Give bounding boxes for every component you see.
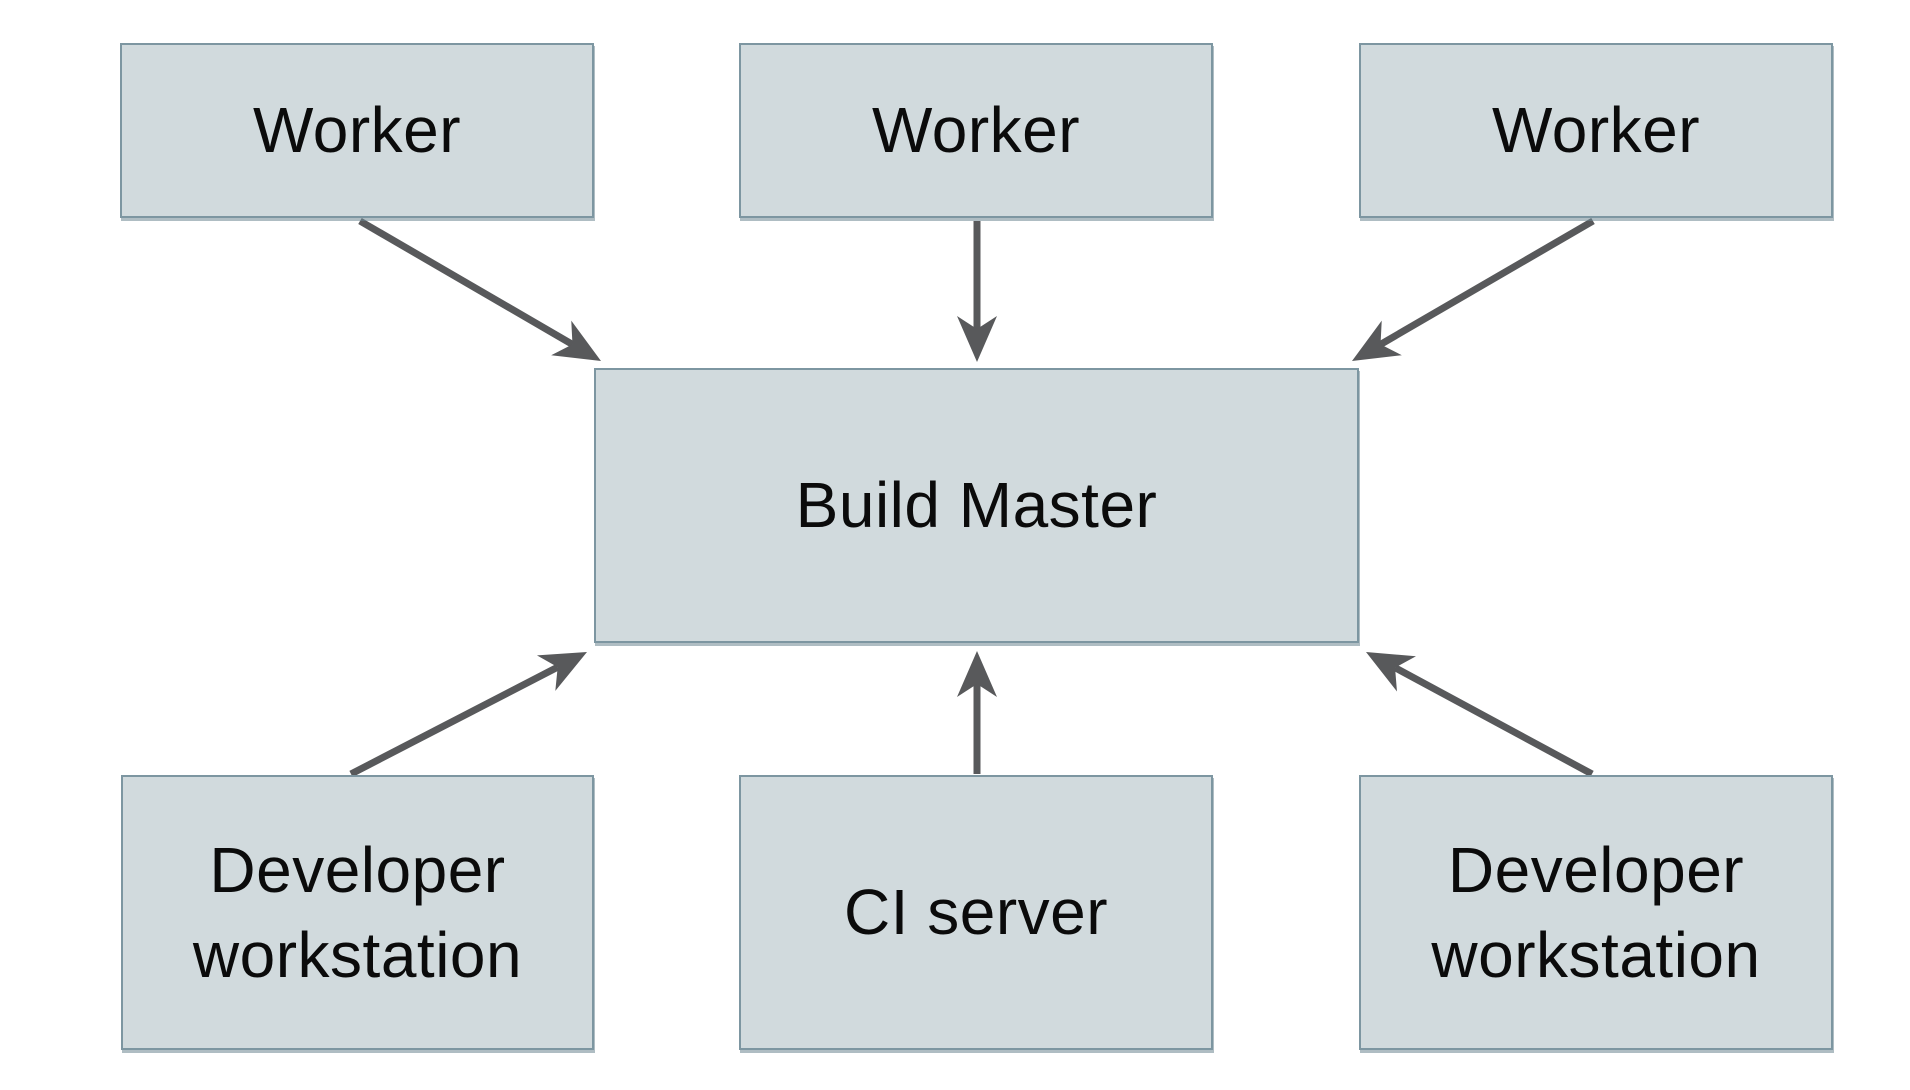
node-label-ci-server: CI server xyxy=(843,876,1109,949)
node-ci-server: CI server xyxy=(739,775,1213,1050)
node-label-worker-2: Worker xyxy=(871,94,1081,167)
arrowhead-ci-server-to-build-master xyxy=(957,651,997,697)
node-label-build-master: Build Master xyxy=(795,469,1158,542)
node-developer-workstation-left: Developer workstation xyxy=(121,775,594,1050)
node-build-master: Build Master xyxy=(594,368,1359,643)
node-worker-2: Worker xyxy=(739,43,1213,218)
node-label-worker-3: Worker xyxy=(1491,94,1701,167)
arrowhead-developer-workstation-right-to-build-master xyxy=(1366,652,1416,692)
arrowhead-worker-2-to-build-master xyxy=(957,316,997,362)
node-worker-1: Worker xyxy=(120,43,594,218)
node-developer-workstation-right: Developer workstation xyxy=(1359,775,1833,1050)
arrow-shaft-worker-1-to-build-master xyxy=(358,217,575,348)
node-label-worker-1: Worker xyxy=(252,94,462,167)
arrowhead-developer-workstation-left-to-build-master xyxy=(536,652,587,691)
arrowhead-worker-3-to-build-master xyxy=(1352,320,1402,361)
node-label-developer-workstation-left: Developer workstation xyxy=(192,834,523,991)
arrowhead-worker-1-to-build-master xyxy=(551,320,601,361)
node-worker-3: Worker xyxy=(1359,43,1833,218)
arrow-shaft-worker-3-to-build-master xyxy=(1378,217,1595,348)
arrow-shaft-developer-workstation-left-to-build-master xyxy=(349,664,560,778)
node-label-developer-workstation-right: Developer workstation xyxy=(1431,834,1761,991)
arrow-shaft-developer-workstation-right-to-build-master xyxy=(1393,664,1594,778)
